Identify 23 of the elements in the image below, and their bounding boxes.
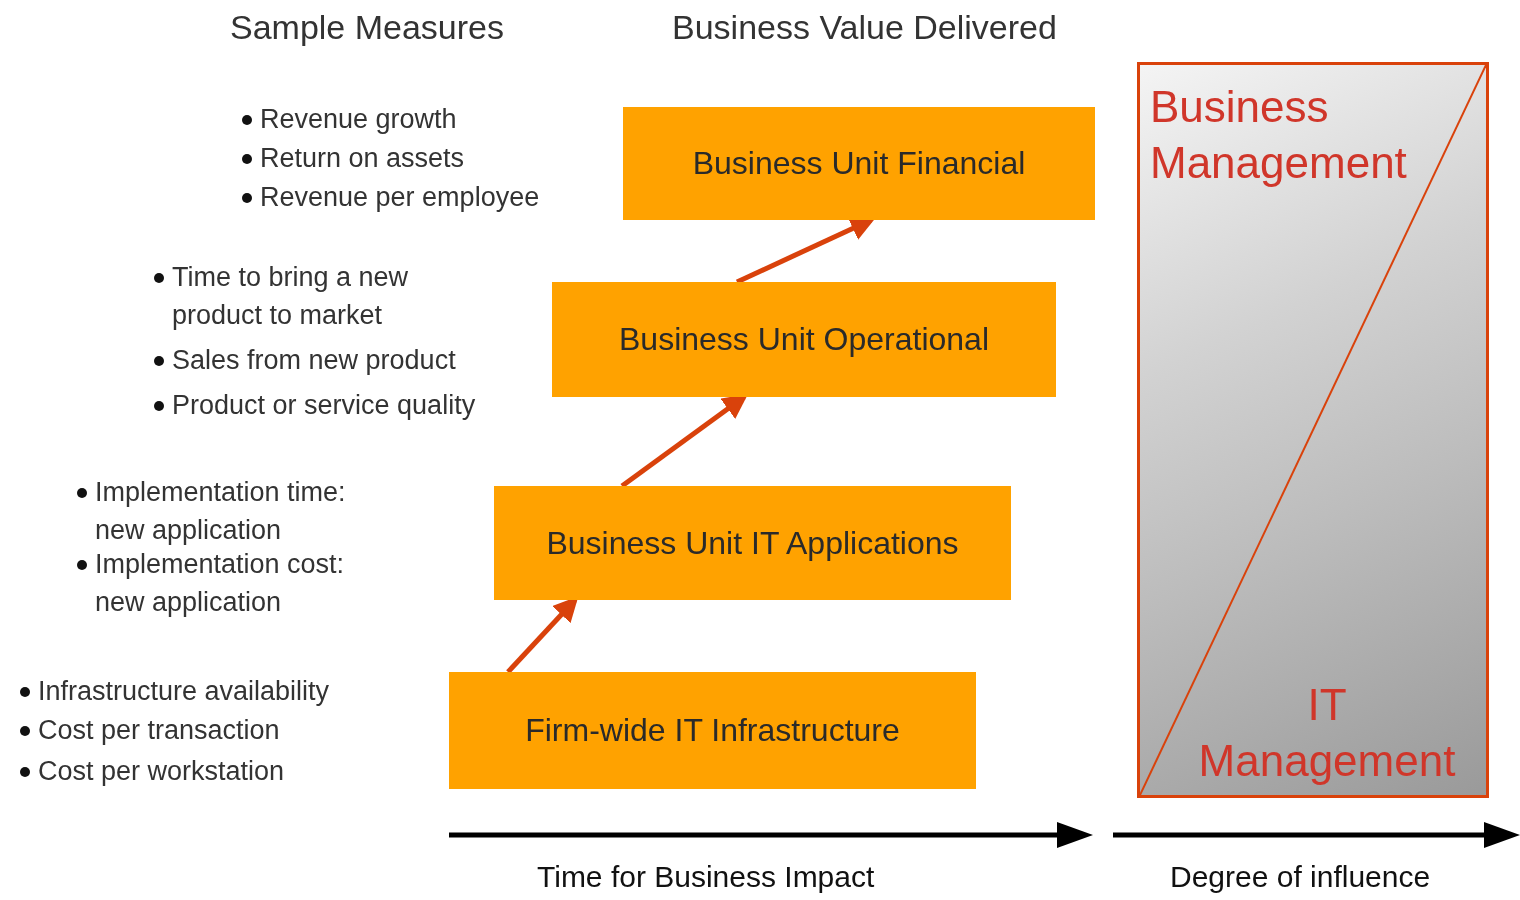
box-label: Business Unit Financial [692,145,1026,182]
axis-label: Degree of influence [1170,859,1431,895]
bullet-item: Infrastructure availability [18,672,330,710]
value-box [552,282,1056,397]
bullet-item: Revenue per employee [240,178,540,216]
bullet-item: Product or service quality [152,386,476,424]
bullet-item: Revenue growth [240,100,457,138]
column-heading: Sample Measures [230,8,504,46]
value-box [494,486,1011,600]
column-heading: Business Value Delivered [672,8,1057,46]
bullet-item: Sales from new product [152,341,456,379]
box-label: Business Unit Operational [619,321,989,358]
box-label: Business Unit IT Applications [546,524,959,562]
axis-label: Time for Business Impact [537,859,875,895]
value-box [449,672,976,789]
value-box [623,107,1095,220]
bullet-item: Return on assets [240,139,465,177]
bullet-item: Time to bring a new product to market [152,258,442,334]
bullet-item: Cost per transaction [18,711,280,749]
bullet-item: Cost per workstation [18,752,285,790]
box-label: Firm-wide IT Infrastructure [525,712,900,749]
panel-label: IT Management [1197,679,1457,787]
panel-label: Business Management [1150,81,1408,189]
